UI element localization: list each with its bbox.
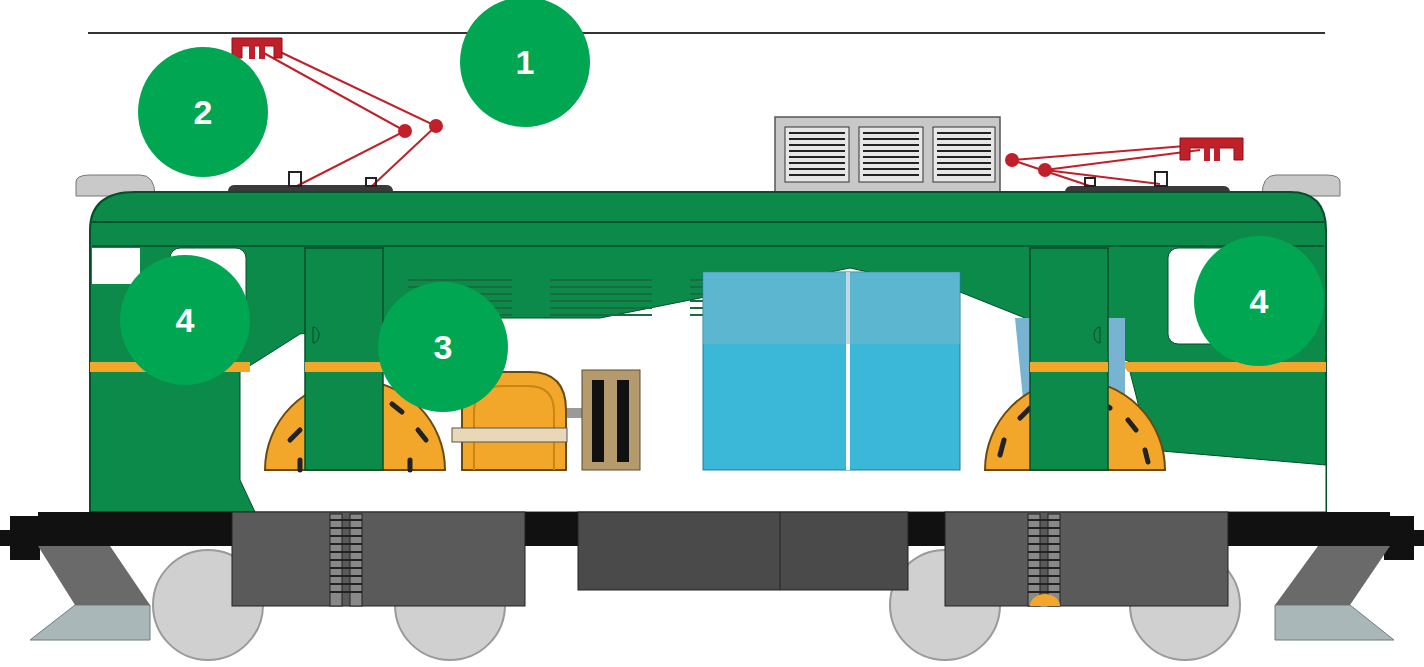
pantograph-joint: [1039, 164, 1051, 176]
spring-coils: [330, 520, 1060, 592]
window: [92, 248, 140, 284]
cabinet: [582, 370, 640, 470]
callout-number: 3: [378, 282, 508, 412]
pantograph-joint: [430, 120, 442, 132]
louver: [550, 280, 652, 315]
pantograph-joint: [1006, 154, 1018, 166]
insulator: [366, 178, 376, 186]
roof-line: [92, 221, 1324, 223]
cutaway-interior: [240, 268, 1326, 512]
tank-seam: [780, 512, 781, 590]
door-stripe: [1030, 362, 1108, 372]
control-cabinet: [582, 370, 640, 470]
pantograph-arm: [276, 50, 436, 186]
door: [305, 248, 383, 470]
door-stripe: [305, 362, 383, 372]
center-tank: [578, 512, 908, 590]
pilot: [1275, 605, 1394, 640]
buffer: [1410, 530, 1424, 546]
pantograph-head: [1215, 148, 1219, 160]
locomotive-body: [90, 192, 1326, 512]
bogie: [945, 512, 1228, 606]
transformer-cabinet: [703, 272, 960, 470]
pantograph-arm: [262, 52, 405, 186]
end-frame: [38, 546, 150, 605]
buffer: [10, 516, 40, 560]
cabinet-bar: [617, 380, 629, 462]
cabinet-shade: [703, 272, 960, 344]
roof-box: [775, 117, 1000, 192]
end-frame: [1275, 546, 1390, 605]
callout-number: 1: [460, 0, 590, 127]
body-stripe: [1120, 362, 1326, 372]
springs: [330, 514, 1060, 606]
pantograph-head: [1180, 138, 1243, 160]
pantograph-head: [232, 38, 282, 58]
insulator: [289, 172, 301, 186]
door-handle: [313, 327, 319, 343]
callout-number: 2: [138, 47, 268, 177]
door: [1030, 248, 1108, 470]
insulator: [1155, 172, 1167, 186]
pantograph-lowered: [1006, 138, 1243, 186]
grille: [859, 127, 923, 182]
pantograph-head: [250, 46, 254, 58]
grille: [933, 127, 995, 182]
callout-number: 4: [1194, 236, 1324, 366]
axle-motor-detail: [1030, 594, 1060, 606]
buffer: [1384, 516, 1414, 560]
door-handle: [1094, 327, 1100, 343]
grille-slats: [789, 133, 991, 175]
grille: [785, 127, 849, 182]
buffer: [0, 530, 14, 546]
body-line: [92, 245, 1324, 247]
pantograph-joint: [399, 125, 411, 137]
callout-number: 4: [120, 255, 250, 385]
pantograph-arm: [1012, 146, 1185, 186]
pantograph-arm: [1045, 150, 1200, 184]
pantograph-head: [260, 46, 264, 58]
pantograph-head: [1205, 148, 1209, 160]
catenary-wire: [88, 32, 1325, 34]
bench: [452, 428, 567, 442]
insulator: [1085, 178, 1095, 186]
roof-resistor-box: [775, 117, 1000, 192]
cabinet-bar: [592, 380, 604, 462]
pilot: [30, 605, 150, 640]
bogie: [232, 512, 525, 606]
